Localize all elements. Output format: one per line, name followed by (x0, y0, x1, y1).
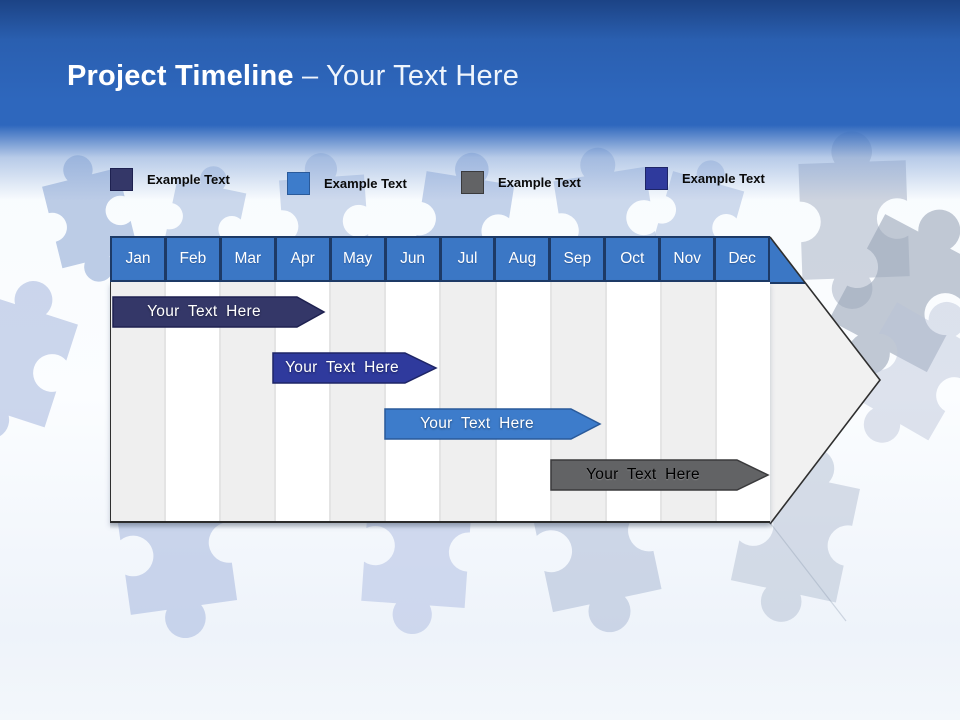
task-bar-1[interactable]: Your Text Here (112, 296, 326, 328)
legend-swatch-indigo (645, 167, 668, 190)
task-bar-shape (550, 459, 770, 491)
month-cell-sep[interactable]: Sep (551, 238, 604, 280)
legend-label: Example Text (324, 176, 407, 191)
month-cell-feb[interactable]: Feb (166, 238, 219, 280)
grid-column (494, 282, 550, 521)
task-bar-shape (384, 408, 602, 440)
legend-swatch-blue (287, 172, 310, 195)
month-cell-may[interactable]: May (331, 238, 384, 280)
legend-item-4[interactable]: Example Text (645, 167, 765, 190)
title-subtitle: – Your Text Here (301, 60, 520, 92)
task-bar-4[interactable]: Your Text Here (550, 459, 770, 491)
month-cell-aug[interactable]: Aug (496, 238, 549, 280)
task-bar-shape (272, 352, 438, 384)
month-cell-apr[interactable]: Apr (276, 238, 329, 280)
grid-column (384, 282, 440, 521)
legend-label: Example Text (498, 175, 581, 190)
month-cell-mar[interactable]: Mar (221, 238, 274, 280)
page-title[interactable]: Project Timeline – Your Text Here (67, 60, 519, 93)
month-cell-jul[interactable]: Jul (441, 238, 494, 280)
legend-swatch-gray (461, 171, 484, 194)
task-bar-shape (112, 296, 326, 328)
legend-label: Example Text (147, 172, 230, 187)
task-bar-label: Your Text Here (147, 303, 261, 320)
month-cell-nov[interactable]: Nov (661, 238, 714, 280)
month-cell-oct[interactable]: Oct (606, 238, 659, 280)
title-bold: Project Timeline (67, 60, 294, 92)
legend-item-3[interactable]: Example Text (461, 171, 581, 194)
grid-column (439, 282, 495, 521)
task-bar-label: Your Text Here (586, 466, 700, 483)
task-bar-2[interactable]: Your Text Here (272, 352, 438, 384)
timeline-table: Jan Feb Mar Apr May Jun Jul Aug Sep Oct … (110, 236, 882, 525)
arrow-reflection-line (770, 524, 847, 622)
timeline-arrow-head (769, 236, 882, 525)
task-bar-label: Your Text Here (285, 359, 399, 376)
table-reflection-edge (110, 523, 772, 529)
task-bar-label: Your Text Here (420, 415, 534, 432)
legend-swatch-navy (110, 168, 133, 191)
puzzle-piece-icon (0, 266, 87, 455)
month-cell-jan[interactable]: Jan (112, 238, 164, 280)
month-cell-dec[interactable]: Dec (716, 238, 769, 280)
legend-item-1[interactable]: Example Text (110, 168, 230, 191)
legend-item-2[interactable]: Example Text (287, 172, 407, 195)
grid-column (329, 282, 385, 521)
header-band (0, 0, 960, 250)
legend-label: Example Text (682, 171, 765, 186)
task-bar-3[interactable]: Your Text Here (384, 408, 602, 440)
month-header-row: Jan Feb Mar Apr May Jun Jul Aug Sep Oct … (110, 236, 770, 282)
month-cell-jun[interactable]: Jun (386, 238, 439, 280)
